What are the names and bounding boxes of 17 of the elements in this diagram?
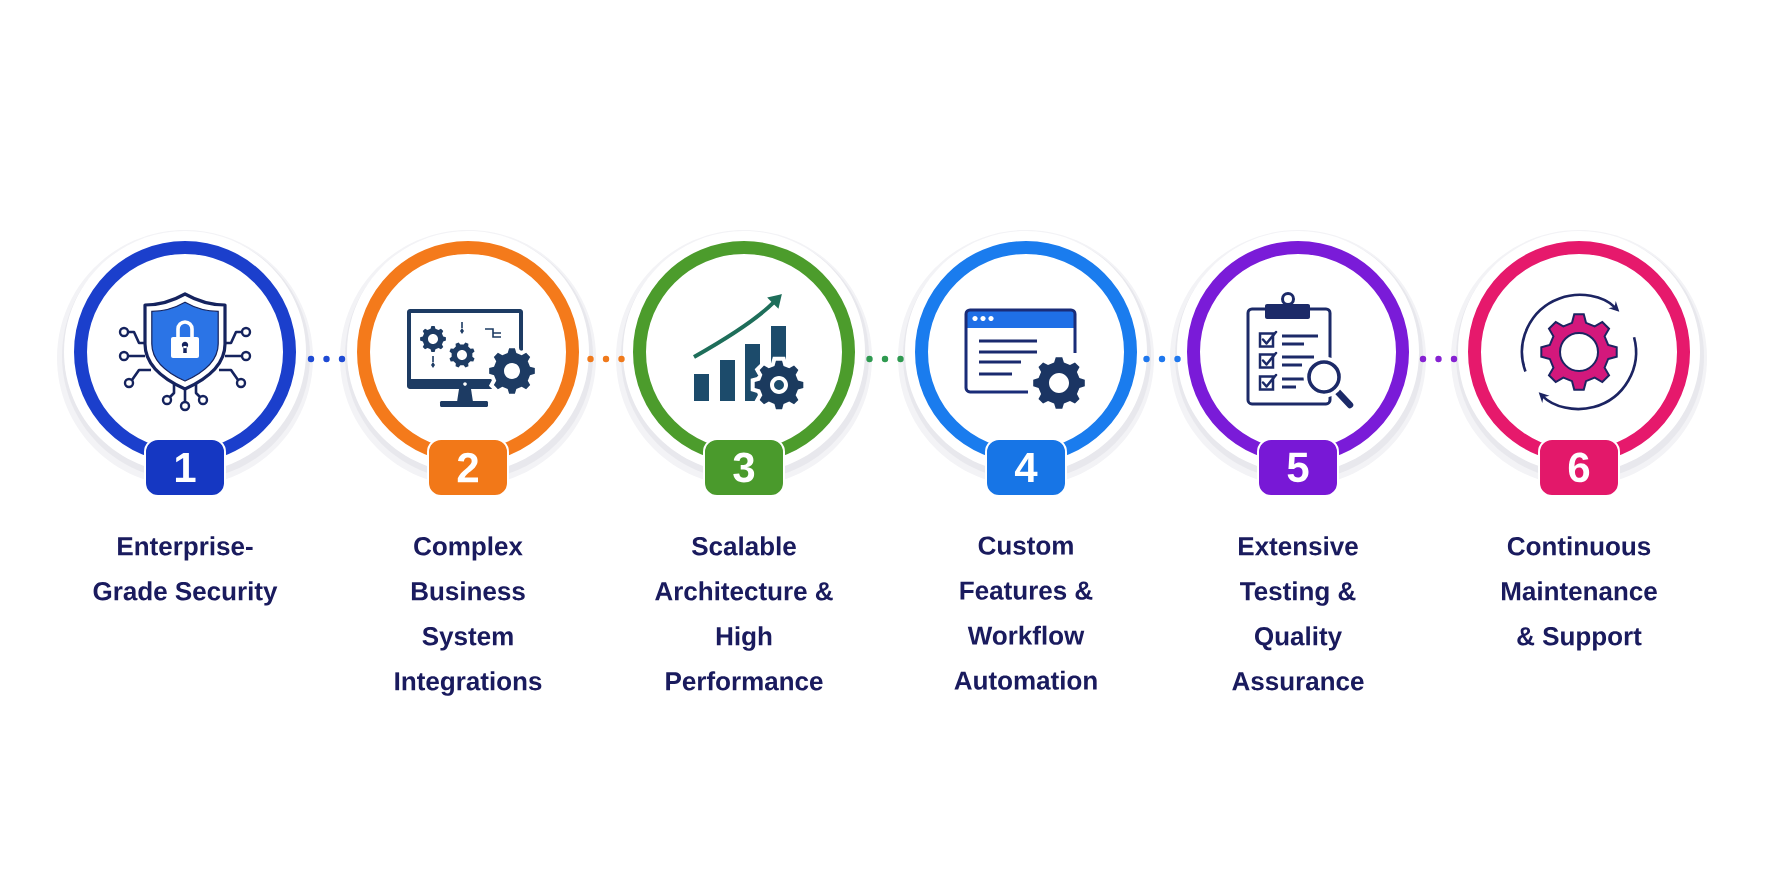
number-badge: 6 <box>1538 438 1620 497</box>
number-badge: 2 <box>427 438 509 497</box>
step-label: Complex Business System Integrations <box>395 536 542 696</box>
number-badge: 3 <box>703 438 785 497</box>
number-badge: 5 <box>1257 438 1339 497</box>
step-label: Continuous Maintenance & Support <box>1502 536 1657 651</box>
dotted-connector <box>1419 355 1458 363</box>
number-badge: 4 <box>985 438 1067 497</box>
dotted-connector <box>307 355 346 363</box>
step-label: Custom Features & Workflow Automation <box>954 536 1097 690</box>
dotted-connector <box>587 355 626 363</box>
step-label: Extensive Testing & Quality Assurance <box>1232 536 1364 691</box>
dotted-connector <box>1143 355 1182 363</box>
number-badge: 1 <box>144 438 226 497</box>
step-label: Scalable Architecture & High Performance <box>655 536 833 691</box>
dotted-connector <box>866 355 905 363</box>
step-label: Enterprise-Grade Security <box>93 536 278 606</box>
